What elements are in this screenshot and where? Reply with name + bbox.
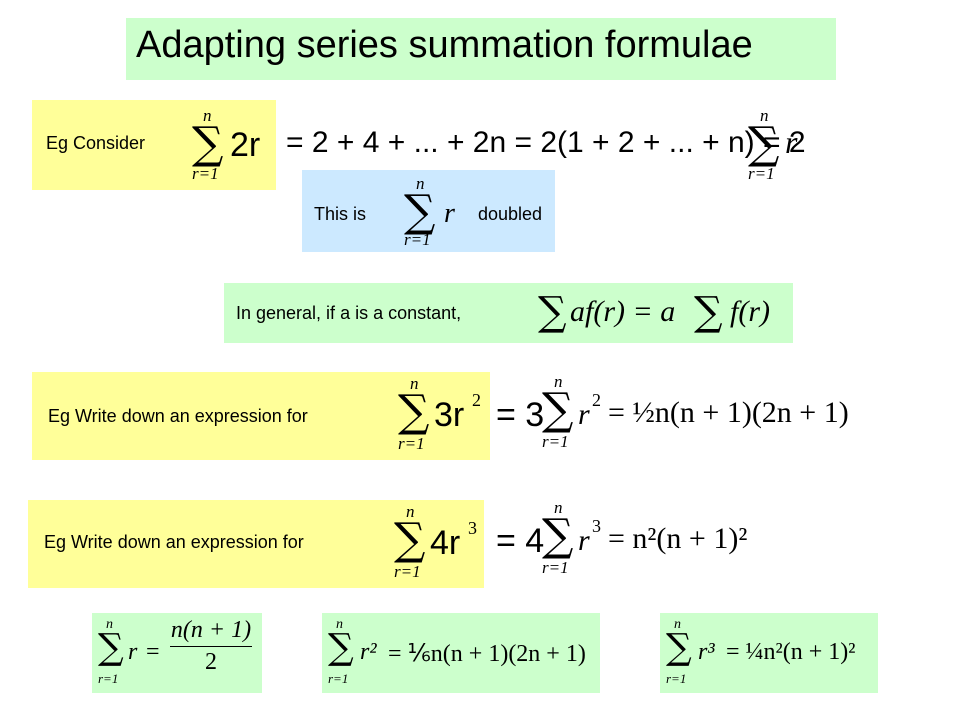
- formula-upper-limit: n: [674, 617, 681, 632]
- rhs-upper-limit: n: [760, 106, 769, 125]
- sum-lower-limit: r=1: [398, 434, 425, 453]
- sum-term: 2r: [230, 126, 261, 164]
- rhs-term: r: [578, 398, 590, 431]
- example-2-box: Eg Write down an expression for n ∑ r=1 …: [32, 372, 490, 460]
- general-rule-lhs: af(r) = a: [570, 295, 676, 328]
- formula-fraction: n(n + 1) 2: [166, 617, 256, 676]
- formula-box-r2: n ∑ r=1 r² = ⅙n(n + 1)(2n + 1): [322, 613, 600, 693]
- example-3-rhs: = 4: [496, 522, 545, 560]
- sigma-symbol: ∑: [398, 386, 430, 437]
- sigma-symbol: ∑: [404, 186, 436, 237]
- formula-denominator: 2: [205, 649, 217, 675]
- sum-term: 4r: [430, 524, 461, 562]
- example-2-rhs: = 3: [496, 396, 545, 434]
- sigma-symbol: ∑: [666, 627, 692, 668]
- sum-exponent: 3: [468, 518, 477, 538]
- sum-upper-limit: n: [410, 374, 419, 393]
- formula-numerator: n(n + 1): [170, 617, 252, 643]
- rhs-term: r: [578, 524, 590, 557]
- sigma-symbol: ∑: [192, 118, 224, 169]
- sigma-symbol: ∑: [98, 627, 124, 668]
- formula-box-r: n ∑ r=1 r = n(n + 1) 2: [92, 613, 262, 693]
- sum-upper-limit: n: [406, 502, 415, 521]
- example-2-label: Eg Write down an expression for: [48, 406, 308, 426]
- sigma-symbol: ∑: [394, 514, 426, 565]
- sigma-symbol: ∑: [694, 289, 723, 335]
- formula-term: r³: [698, 639, 715, 665]
- note-prefix: This is: [314, 204, 367, 224]
- sum-lower-limit: r=1: [192, 164, 219, 183]
- sigma-symbol: ∑: [542, 510, 574, 561]
- general-rule-label: In general, if a is a constant,: [236, 303, 462, 323]
- example-3-box: Eg Write down an expression for n ∑ r=1 …: [28, 500, 484, 588]
- formula-box-r3: n ∑ r=1 r³ = ¼n²(n + 1)²: [660, 613, 878, 693]
- note-lower-limit: r=1: [404, 230, 431, 249]
- rhs-term: r: [785, 124, 798, 160]
- formula-upper-limit: n: [336, 617, 343, 632]
- example-3-result: = n²(n + 1)²: [608, 522, 748, 555]
- rhs-lower-limit: r=1: [542, 558, 569, 577]
- example-1-expansion: = 2 + 4 + ... + 2n = 2(1 + 2 + ... + n) …: [286, 126, 806, 159]
- example-1-box: Eg Consider n ∑ r=1 2r: [32, 100, 276, 190]
- sum-upper-limit: n: [203, 106, 212, 125]
- example-3-label: Eg Write down an expression for: [44, 532, 304, 552]
- rhs-exponent: 3: [592, 516, 601, 536]
- sigma-symbol: ∑: [542, 384, 574, 435]
- formula-result: = ⅙n(n + 1)(2n + 1): [388, 641, 586, 667]
- rhs-upper-limit: n: [554, 372, 563, 391]
- sigma-symbol: ∑: [748, 118, 780, 169]
- rhs-exponent: 2: [592, 390, 601, 410]
- general-rule-box: In general, if a is a constant, ∑ af(r) …: [224, 283, 793, 343]
- note-upper-limit: n: [416, 174, 425, 193]
- formula-term: r²: [360, 639, 377, 665]
- rhs-upper-limit: n: [554, 498, 563, 517]
- sigma-symbol: ∑: [538, 289, 567, 335]
- page-title: Adapting series summation formulae: [136, 24, 753, 66]
- formula-result: = ¼n²(n + 1)²: [726, 639, 856, 665]
- note-term: r: [444, 198, 455, 229]
- formula-upper-limit: n: [106, 617, 113, 632]
- rhs-lower-limit: r=1: [542, 432, 569, 451]
- sum-lower-limit: r=1: [394, 562, 421, 581]
- sigma-symbol: ∑: [328, 627, 354, 668]
- title-box: Adapting series summation formulae: [126, 18, 836, 80]
- example-1-label: Eg Consider: [46, 133, 146, 153]
- formula-term: r: [128, 639, 138, 665]
- formula-lower-limit: r=1: [98, 671, 119, 686]
- sum-exponent: 2: [472, 390, 481, 410]
- sum-term: 3r: [434, 396, 465, 434]
- note-box: This is n ∑ r=1 r doubled: [302, 170, 555, 252]
- formula-lower-limit: r=1: [666, 671, 687, 686]
- note-suffix: doubled: [478, 204, 543, 224]
- general-rule-rhs: f(r): [730, 295, 770, 328]
- rhs-lower-limit: r=1: [748, 164, 775, 183]
- formula-lower-limit: r=1: [328, 671, 349, 686]
- example-2-result: = ½n(n + 1)(2n + 1): [608, 396, 849, 429]
